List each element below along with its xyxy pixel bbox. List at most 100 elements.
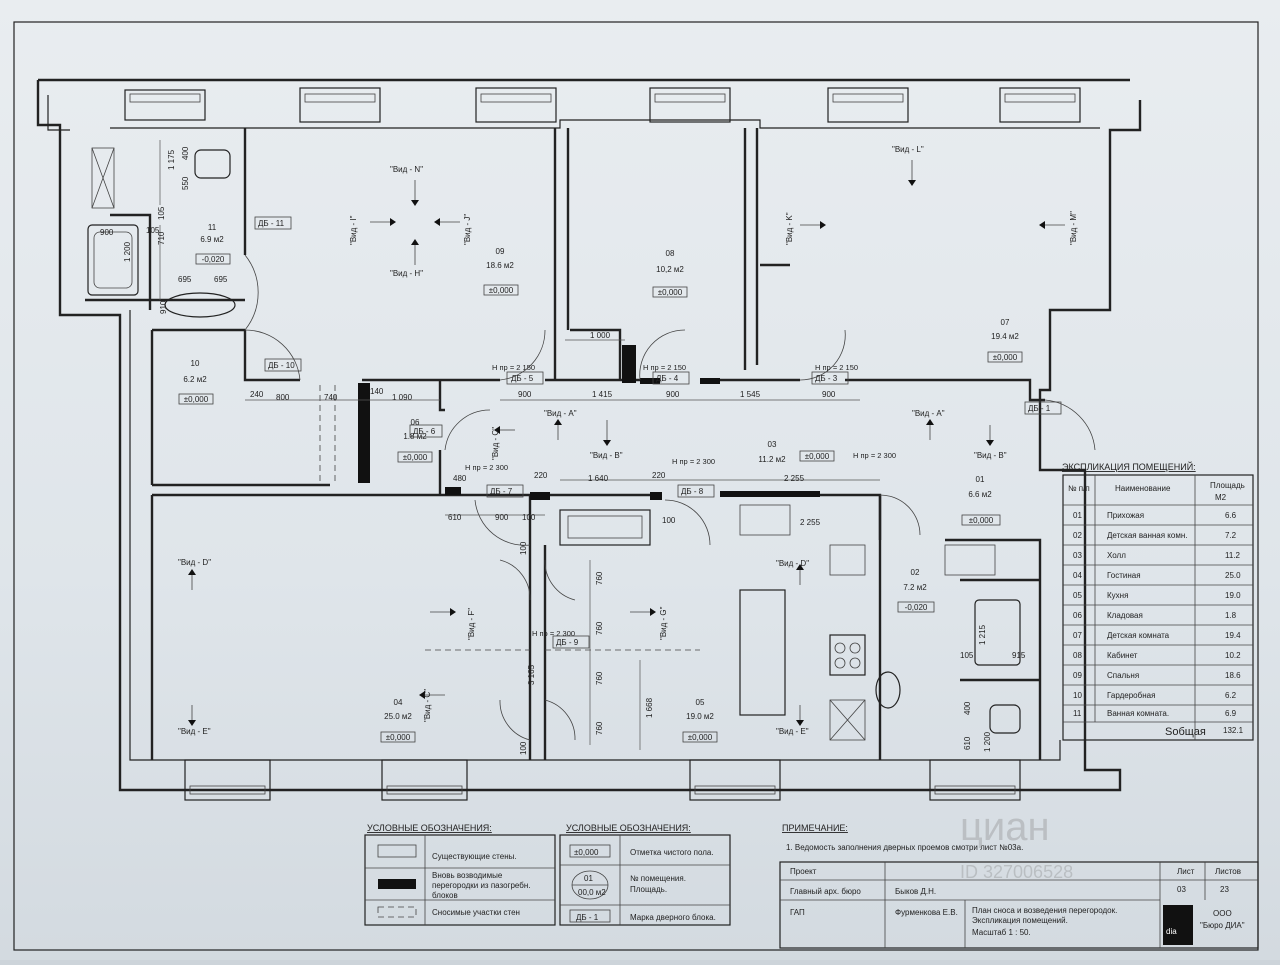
top-windows — [124, 87, 1081, 123]
room-level: -0,020 — [202, 255, 225, 264]
room-04: 04 25.0 м2 ±0,000 — [380, 698, 416, 743]
legend-symbols: УСЛОВНЫЕ ОБОЗНАЧЕНИЯ: ±0,000 Отметка чис… — [566, 823, 716, 922]
svg-text:Площадь: Площадь — [1210, 481, 1245, 490]
svg-text:"Вид - B": "Вид - B" — [974, 451, 1007, 460]
svg-text:Н пр = 2 300: Н пр = 2 300 — [465, 463, 508, 472]
svg-text:6.6 м2: 6.6 м2 — [968, 490, 992, 499]
svg-text:перегородки из пазогребн.: перегородки из пазогребн. — [432, 881, 530, 890]
svg-text:Листов: Листов — [1215, 867, 1241, 876]
new-partitions — [358, 345, 820, 500]
table-row: 03 Холл 11.2 — [1073, 551, 1241, 560]
svg-text:"Вид - M": "Вид - M" — [1069, 211, 1078, 245]
svg-text:800: 800 — [276, 393, 290, 402]
svg-text:Холл: Холл — [1107, 551, 1126, 560]
demolished-walls — [319, 385, 700, 651]
door-tags: ДБ - 11 ДБ - 10 ДБ - 5 ДБ - 4 ДБ - 3 ДБ … — [254, 216, 1062, 649]
svg-text:6.2: 6.2 — [1225, 691, 1237, 700]
svg-text:07: 07 — [1001, 318, 1010, 327]
explication-table-grid — [1062, 474, 1254, 741]
svg-text:900: 900 — [518, 390, 532, 399]
svg-text:ДБ - 1: ДБ - 1 — [1028, 404, 1051, 413]
watermark: циан ID 327006528 — [960, 805, 1073, 882]
svg-text:ID 327006528: ID 327006528 — [960, 862, 1073, 882]
svg-text:Сносимые участки стен: Сносимые участки стен — [432, 908, 520, 917]
svg-text:6.6: 6.6 — [1225, 511, 1237, 520]
title-block: Проект Лист Листов Главный арх. бюро Бык… — [790, 867, 1245, 937]
total-value: 132.1 — [1223, 726, 1244, 735]
explication-table: ЭКСПЛИКАЦИЯ ПОМЕЩЕНИЙ: № п/п Наименовани… — [1062, 461, 1245, 738]
svg-text:1 200: 1 200 — [983, 731, 992, 752]
svg-text:±0,000: ±0,000 — [658, 288, 683, 297]
svg-text:1 545: 1 545 — [740, 390, 761, 399]
svg-text:695: 695 — [214, 275, 228, 284]
svg-text:"Вид - F": "Вид - F" — [467, 608, 476, 640]
svg-text:710: 710 — [157, 231, 166, 245]
note: ПРИМЕЧАНИЕ: 1. Ведомость заполнения двер… — [782, 823, 1023, 852]
svg-text:"Бюро ДИА": "Бюро ДИА" — [1200, 921, 1245, 930]
svg-text:Наименование: Наименование — [1115, 484, 1171, 493]
title-block-grid — [779, 861, 1259, 949]
svg-text:Кухня: Кухня — [1107, 591, 1128, 600]
svg-text:Н пр = 2 300: Н пр = 2 300 — [853, 451, 896, 460]
sheet-frame — [13, 21, 1259, 951]
svg-text:695: 695 — [178, 275, 192, 284]
svg-text:1 200: 1 200 — [123, 241, 132, 262]
svg-text:±0,000: ±0,000 — [805, 452, 830, 461]
dimension-lines — [159, 140, 880, 750]
svg-text:740: 740 — [324, 393, 338, 402]
svg-text:04: 04 — [394, 698, 403, 707]
svg-text:01: 01 — [976, 475, 985, 484]
svg-text:19.4: 19.4 — [1225, 631, 1241, 640]
svg-text:Проект: Проект — [790, 867, 817, 876]
room-07: 07 19.4 м2 ±0,000 — [987, 318, 1023, 363]
svg-text:циан: циан — [960, 805, 1050, 849]
svg-text:Детская комната: Детская комната — [1107, 631, 1170, 640]
svg-text:105: 105 — [960, 651, 974, 660]
svg-text:Гостиная: Гостиная — [1107, 571, 1141, 580]
svg-text:"Вид - B": "Вид - B" — [590, 451, 623, 460]
exterior-walls — [36, 78, 1142, 792]
svg-text:Вновь возводимые: Вновь возводимые — [432, 871, 503, 880]
svg-text:Спальня: Спальня — [1107, 671, 1139, 680]
svg-text:№ п/п: № п/п — [1068, 484, 1090, 493]
svg-text:915: 915 — [1012, 651, 1026, 660]
svg-text:900: 900 — [100, 228, 114, 237]
svg-text:"Вид - N": "Вид - N" — [390, 165, 423, 174]
svg-text:"Вид - I": "Вид - I" — [349, 215, 358, 245]
svg-text:1.8: 1.8 — [1225, 611, 1237, 620]
bottom-windows — [184, 759, 1021, 801]
svg-text:610: 610 — [963, 736, 972, 750]
svg-text:18.6 м2: 18.6 м2 — [486, 261, 514, 270]
door-swings — [244, 254, 1096, 741]
svg-text:100: 100 — [519, 741, 528, 755]
svg-text:02: 02 — [1073, 531, 1082, 540]
svg-text:610: 610 — [448, 513, 462, 522]
svg-text:25.0: 25.0 — [1225, 571, 1241, 580]
svg-text:06: 06 — [411, 418, 420, 427]
svg-text:Н пр = 2 150: Н пр = 2 150 — [643, 363, 686, 372]
svg-text:07: 07 — [1073, 631, 1082, 640]
svg-text:00,0 м2: 00,0 м2 — [578, 888, 606, 897]
legend-boxes — [364, 834, 731, 926]
svg-text:550: 550 — [181, 176, 190, 190]
svg-text:"Вид - A": "Вид - A" — [544, 409, 577, 418]
room-labels: 11 6.9 м2 -0,020 09 18.6 м2 ±0,000 08 10… — [178, 223, 1023, 743]
fixtures — [87, 147, 1021, 741]
svg-text:03: 03 — [1177, 885, 1186, 894]
svg-text:ДБ - 5: ДБ - 5 — [511, 374, 534, 383]
svg-text:Н пр = 2 300: Н пр = 2 300 — [672, 457, 715, 466]
svg-text:11.2: 11.2 — [1225, 551, 1241, 560]
svg-text:03: 03 — [1073, 551, 1082, 560]
svg-text:08: 08 — [666, 249, 675, 258]
svg-text:ДБ - 9: ДБ - 9 — [556, 638, 579, 647]
svg-text:7.2 м2: 7.2 м2 — [903, 583, 927, 592]
svg-text:400: 400 — [963, 701, 972, 715]
svg-text:900: 900 — [822, 390, 836, 399]
svg-text:09: 09 — [1073, 671, 1082, 680]
svg-text:"Вид - G": "Вид - G" — [659, 606, 668, 640]
svg-text:"Вид - C": "Вид - C" — [423, 689, 432, 722]
